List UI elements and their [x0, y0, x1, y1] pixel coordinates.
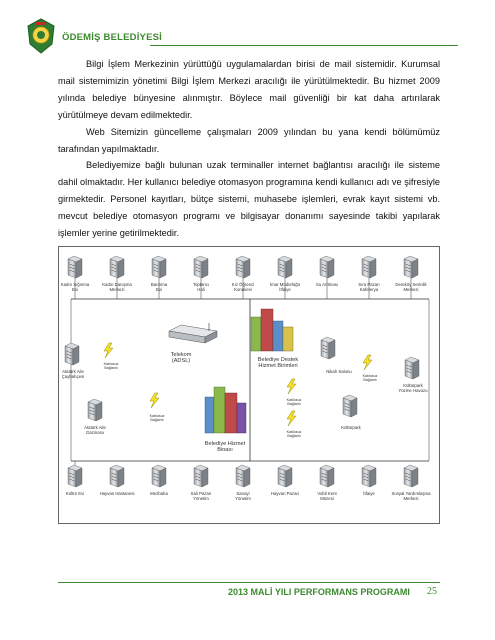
paragraph-terminals: Belediyemize bağlı bulunan uzak terminal…	[58, 160, 440, 239]
svg-text:Hayvan Hastanesi: Hayvan Hastanesi	[100, 491, 135, 496]
bottom-nodes: Kültür Evi Hayvan Hastanesi Mezbaha Sali…	[66, 461, 431, 501]
footer-title: 2013 MALİ YILI PERFORMANS PROGRAMI	[228, 587, 410, 597]
svg-text:Nikah Salonu: Nikah Salonu	[326, 369, 352, 374]
telecom-label: Telekom(ADSL)	[171, 352, 192, 364]
paragraph-web: Web Sitemizin güncelleme çalışmaları 200…	[58, 126, 440, 154]
municipality-logo-icon	[27, 18, 55, 54]
telecom-router: Telekom(ADSL)	[168, 323, 218, 364]
right-node-kulturpark: Kültürpark	[341, 394, 362, 430]
svg-text:Kültür Evi: Kültür Evi	[66, 491, 84, 496]
svg-text:Kültürpark: Kültürpark	[341, 425, 361, 430]
body-text: Bilgi İşlem Merkezinin yürüttüğü uygulam…	[58, 56, 440, 242]
footer-rule	[58, 582, 440, 583]
organization-name: ÖDEMİŞ BELEDİYESİ	[62, 32, 163, 43]
svg-text:Su Arıtması: Su Arıtması	[316, 282, 338, 287]
paragraph-mail: Bilgi İşlem Merkezinin yürüttüğü uygulam…	[58, 59, 440, 120]
page-number: 25	[427, 586, 437, 597]
header-rule	[150, 45, 458, 46]
svg-text:Mezbaha: Mezbaha	[150, 491, 168, 496]
svg-text:Hayvan Pazarı: Hayvan Pazarı	[271, 491, 299, 496]
svg-text:İtfaiye: İtfaiye	[363, 491, 375, 496]
page-header: ÖDEMİŞ BELEDİYESİ	[26, 18, 458, 58]
